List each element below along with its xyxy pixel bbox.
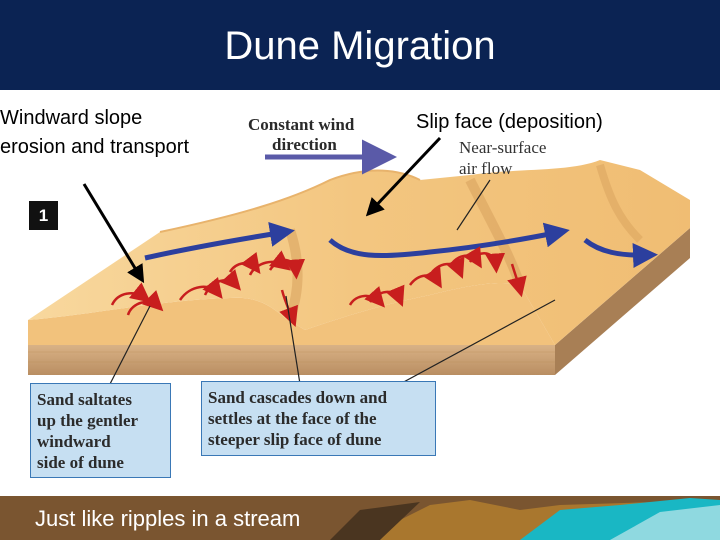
near-surface-label: Near-surface air flow: [459, 137, 546, 179]
cascade-callout-line: Sand cascades down and: [208, 388, 388, 407]
footer-caption: Just like ripples in a stream: [35, 506, 301, 531]
wind-direction-line1: Constant wind: [248, 115, 355, 134]
slip-face-label: Slip face (deposition): [416, 111, 603, 133]
saltation-callout-line: side of dune: [37, 453, 124, 472]
windward-label: Windward slope erosion and transport: [0, 104, 189, 162]
saltation-callout-line: up the gentler: [37, 411, 139, 430]
wind-direction-label: Constant wind direction: [248, 115, 354, 155]
airflow-arrow-1: [144, 222, 295, 261]
slip-face-arrow: [365, 136, 442, 217]
saltation-callout-line: Sand saltates: [37, 390, 132, 409]
near-surface-pointer: [456, 179, 491, 231]
footer-band: [0, 496, 720, 540]
saltation-pointer: [109, 305, 151, 385]
wind-direction-line2: direction: [272, 135, 337, 154]
airflow-arrow-2: [328, 222, 570, 259]
slide-title: Dune Migration: [224, 24, 496, 68]
cascade-callout: Sand cascades down and settles at the fa…: [201, 381, 436, 456]
windward-arrow: [82, 183, 145, 284]
airflow-arrows: [144, 222, 658, 269]
cascade-callout-line: settles at the face of the: [208, 409, 377, 428]
saltation-callout-line: windward: [37, 432, 111, 451]
airflow-arrow-3: [583, 238, 658, 269]
saltation-callout: Sand saltates up the gentler windward si…: [30, 383, 171, 478]
saltation-arrows: [110, 246, 527, 328]
figure-number-badge: 1: [29, 201, 58, 230]
cascade-callout-line: steeper slip face of dune: [208, 430, 382, 449]
windward-label-line2: erosion and transport: [0, 136, 190, 158]
cascade-pointer-1: [285, 295, 301, 385]
windward-label-line1: Windward slope: [0, 107, 143, 129]
cascade-pointer-2: [399, 299, 556, 385]
near-surface-line2: air flow: [459, 159, 513, 178]
near-surface-line1: Near-surface: [459, 138, 547, 157]
title-bar: [0, 0, 720, 90]
